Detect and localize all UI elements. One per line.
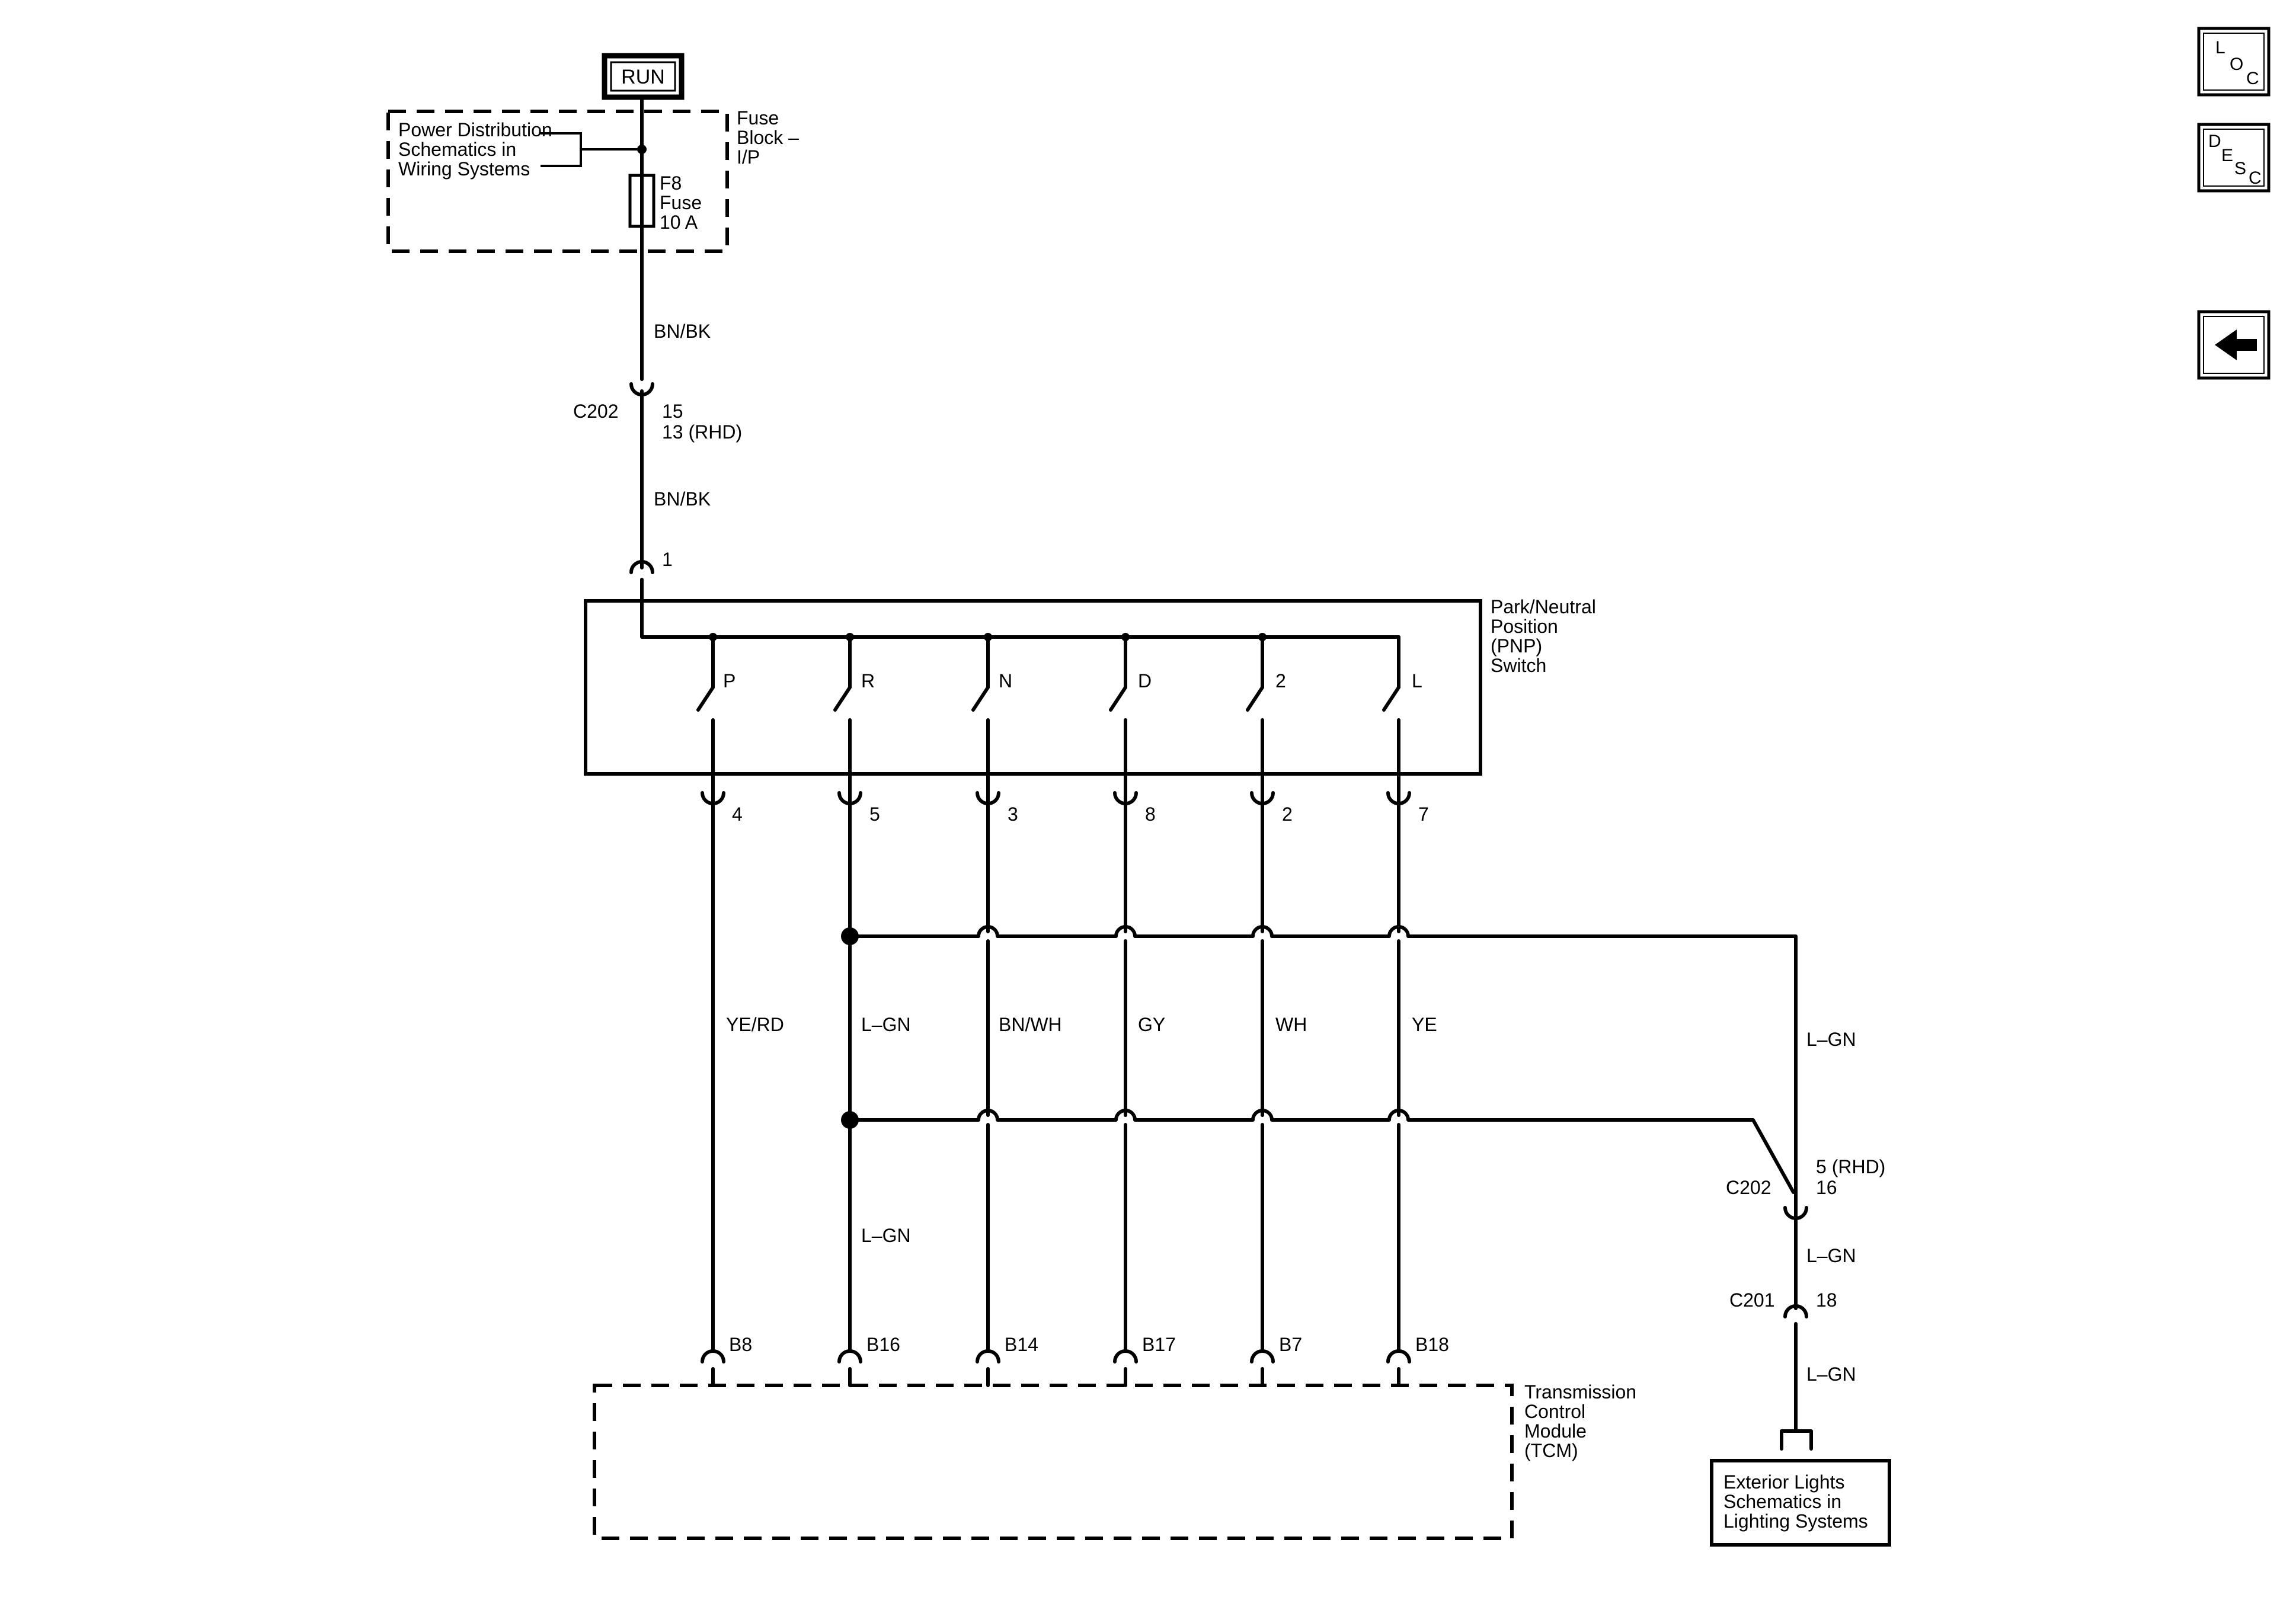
tcm-pin-b8: B8: [729, 1334, 752, 1355]
pnp-label-4: Switch: [1491, 655, 1546, 676]
fuse-block-box: [386, 110, 729, 253]
desc-letter-e: E: [2221, 146, 2233, 165]
pnp-switch-box: [584, 599, 1482, 776]
c202-branch-pin-1: 5 (RHD): [1816, 1156, 1885, 1177]
wire-label-gy: GY: [1138, 1014, 1165, 1035]
pnp-label-2: Position: [1491, 616, 1558, 637]
ext-lights-line-3: Lighting Systems: [1723, 1510, 1868, 1532]
tcm-label-2: Control: [1524, 1401, 1585, 1422]
tcm-label-4: (TCM): [1524, 1440, 1578, 1461]
fuse-label-3: 10 A: [660, 212, 698, 233]
loc-letter-c: C: [2246, 69, 2259, 88]
switch-pos-2: 2: [1275, 670, 1286, 692]
switch-output-connectors: 4 5 3 8 2 7: [701, 772, 1429, 825]
ext-lights-line-1: Exterior Lights: [1723, 1471, 1845, 1493]
switch-pos-n: N: [999, 670, 1012, 692]
wire-label-lgn-lower: L–GN: [861, 1225, 911, 1246]
switch-internal-bus: [640, 599, 1400, 642]
switch-pos-p: P: [723, 670, 736, 692]
switch-pos-d: D: [1138, 670, 1152, 692]
tcm-connectors: B8 B16 B14 B17 B7 B18: [701, 1334, 1449, 1387]
run-label: RUN: [602, 53, 685, 100]
wire-label-yerd: YE/RD: [726, 1014, 784, 1035]
loc-button[interactable]: L O C: [2197, 27, 2271, 97]
wire-label-lgn-bottom: L–GN: [1806, 1363, 1856, 1385]
switch-pin-3: 3: [1008, 804, 1018, 825]
tcm-label-1: Transmission: [1524, 1381, 1636, 1403]
wire-label-lgn-r: L–GN: [861, 1014, 911, 1035]
ext-lights-line-2: Schematics in: [1723, 1491, 1841, 1512]
fuse-block-label-1: Fuse: [737, 107, 779, 129]
tcm-pin-b18: B18: [1415, 1334, 1449, 1355]
c202-top-pin-2: 13 (RHD): [662, 421, 742, 443]
desc-button[interactable]: D E S C: [2197, 123, 2271, 193]
tcm-pin-b7: B7: [1279, 1334, 1302, 1355]
switch-input-pin: 1: [662, 549, 673, 570]
pnp-label-1: Park/Neutral: [1491, 596, 1596, 617]
switch-input-connector: [629, 560, 654, 574]
wire-label-lgn-mid: L–GN: [1806, 1245, 1856, 1266]
c201-pin: 18: [1816, 1289, 1837, 1311]
switch-pin-5: 5: [869, 804, 880, 825]
c202-top-name: C202: [573, 401, 619, 422]
power-ref-line-3: Wiring Systems: [398, 158, 530, 180]
c201-name: C201: [1729, 1289, 1775, 1311]
power-ref-line-2: Schematics in: [398, 139, 516, 160]
switch-pin-7: 7: [1418, 804, 1429, 825]
branch-lines: L–GN: [841, 925, 1856, 1194]
tcm-label-3: Module: [1524, 1420, 1587, 1442]
c201-connector: [1783, 1304, 1808, 1318]
wire-label-lgn-branch: L–GN: [1806, 1029, 1856, 1050]
tcm-pin-b16: B16: [866, 1334, 900, 1355]
wire-label-wh: WH: [1275, 1014, 1307, 1035]
wire-label-bnwh: BN/WH: [999, 1014, 1062, 1035]
ext-lights-termination: [1780, 1429, 1813, 1451]
fuse-label-2: Fuse: [660, 192, 702, 213]
tcm-box: [593, 1384, 1514, 1540]
switch-contacts: P R N D 2 L: [696, 633, 1422, 776]
switch-pin-2: 2: [1282, 804, 1293, 825]
desc-letter-s: S: [2234, 159, 2246, 178]
fuse-block-label-3: I/P: [737, 146, 760, 168]
switch-pin-4: 4: [732, 804, 743, 825]
switch-pos-r: R: [861, 670, 875, 692]
wire-label-bnbk-1: BN/BK: [654, 321, 711, 342]
fuse-block-label-2: Block –: [737, 127, 799, 148]
tcm-pin-b14: B14: [1005, 1334, 1038, 1355]
power-ref-line-1: Power Distribution: [398, 119, 552, 140]
back-button[interactable]: [2197, 310, 2271, 380]
desc-letter-d: D: [2208, 132, 2221, 151]
back-arrow-icon: [2215, 329, 2257, 360]
loc-letter-o: O: [2230, 55, 2243, 74]
switch-pin-8: 8: [1145, 804, 1156, 825]
desc-letter-c: C: [2249, 168, 2262, 188]
wire-label-ye: YE: [1412, 1014, 1437, 1035]
ext-lights-box: [1710, 1459, 1891, 1547]
c202-top-pin-1: 15: [662, 401, 683, 422]
loc-letter-l: L: [2215, 38, 2225, 57]
tcm-wires: YE/RD L–GN BN/WH GY WH YE L–GN: [711, 798, 1437, 1352]
pnp-label-3: (PNP): [1491, 635, 1542, 657]
c202-branch-pin-2: 16: [1816, 1177, 1837, 1198]
run-text: RUN: [621, 66, 665, 88]
fuse-label-1: F8: [660, 172, 682, 194]
switch-pos-l: L: [1412, 670, 1422, 692]
wire-label-bnbk-2: BN/BK: [654, 488, 711, 510]
c202-branch-name: C202: [1726, 1177, 1771, 1198]
tcm-pin-b17: B17: [1142, 1334, 1176, 1355]
